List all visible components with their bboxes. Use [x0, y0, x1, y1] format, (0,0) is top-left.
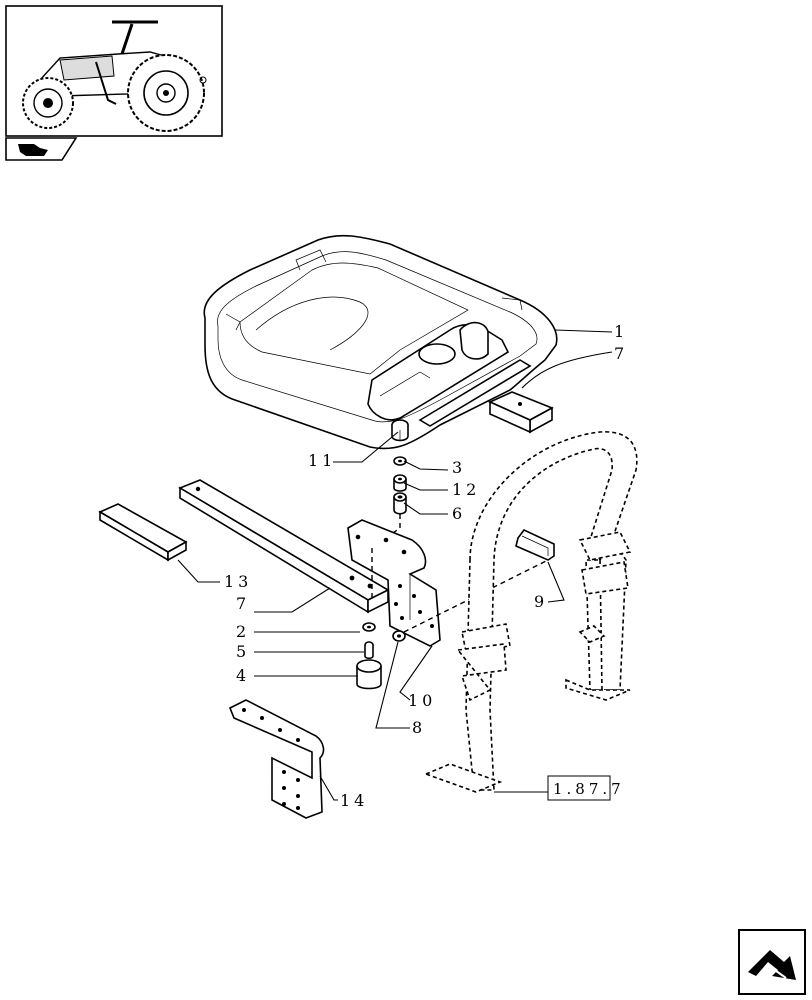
roof-canopy	[203, 234, 558, 450]
spacer-4	[356, 659, 382, 690]
washer-3	[393, 456, 407, 466]
callout-7-upper: 7	[614, 344, 628, 363]
callout-1: 1	[614, 322, 628, 341]
pin-11	[391, 419, 409, 442]
callout-14: 14	[340, 791, 368, 810]
callout-7-lower: 7	[236, 594, 250, 613]
spacer-6	[393, 492, 407, 515]
callout-2: 2	[236, 622, 250, 641]
next-page-arrow-icon[interactable]	[738, 929, 806, 995]
callout-9: 9	[534, 592, 548, 611]
callout-4: 4	[236, 666, 250, 685]
bushing-12	[393, 474, 407, 492]
leader-lines	[177, 329, 613, 801]
reference-box[interactable]: 1.87.7	[547, 775, 625, 801]
callout-13: 13	[224, 572, 252, 591]
tractor-thumbnail-icon[interactable]	[5, 5, 223, 137]
corner-bracket-14	[228, 699, 325, 819]
rubber-pad-13	[98, 503, 188, 562]
section-arrow-icon[interactable]	[5, 137, 78, 161]
u-clip-9	[515, 529, 555, 561]
callout-5: 5	[236, 642, 250, 661]
callout-11: 11	[308, 451, 336, 470]
bolt-5	[364, 641, 374, 660]
callout-6: 6	[452, 504, 466, 523]
rail-upper	[488, 391, 554, 434]
callout-10: 10	[408, 691, 436, 710]
rops-frame	[423, 431, 638, 793]
washer-2	[362, 622, 376, 632]
callout-3: 3	[452, 458, 466, 477]
callout-8: 8	[412, 718, 426, 737]
nut-8	[392, 630, 406, 642]
reference-label[interactable]: 1.87.7	[553, 780, 625, 798]
beam-rail-7	[178, 479, 390, 614]
callout-12: 12	[452, 480, 480, 499]
